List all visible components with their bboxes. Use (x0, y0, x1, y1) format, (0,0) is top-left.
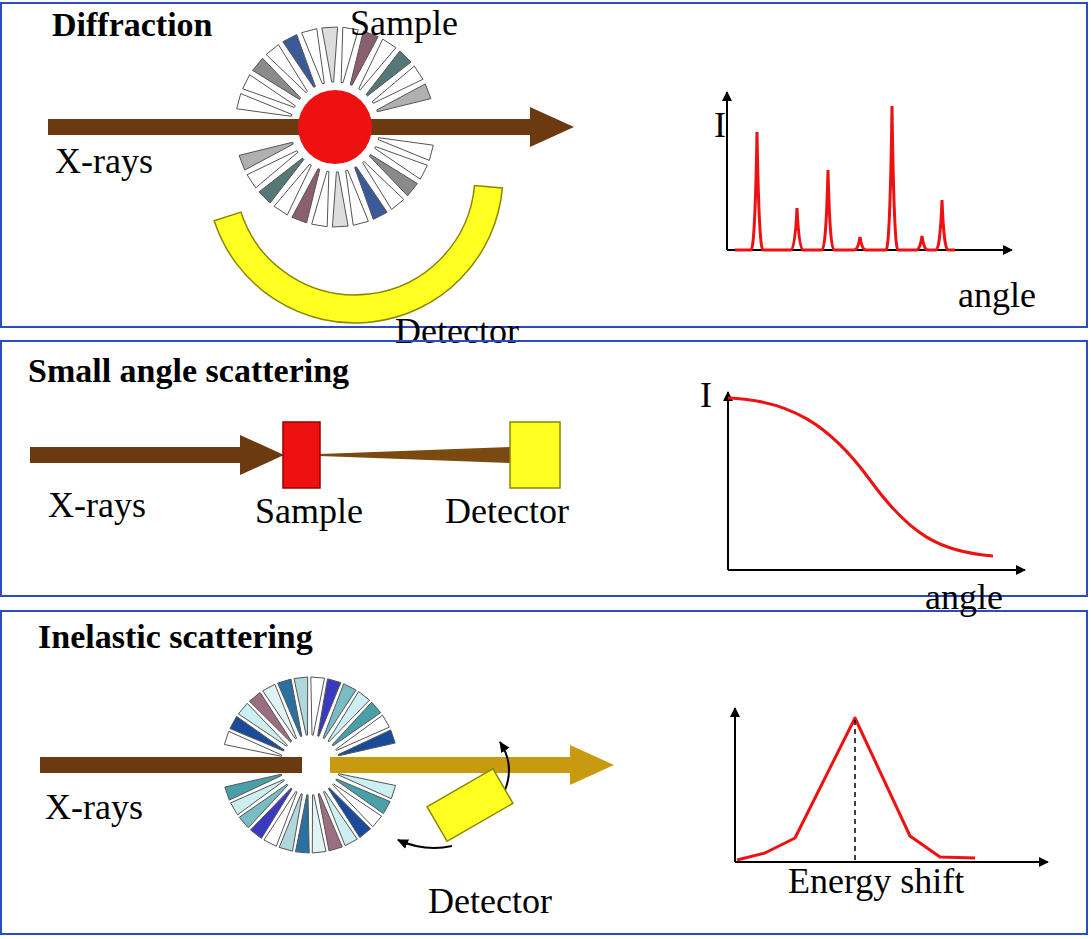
diffraction-peaks (735, 106, 955, 250)
axis-label: I (714, 106, 726, 146)
scatter-ray (322, 27, 338, 82)
peak-centre (854, 720, 856, 860)
part-label: Sample (350, 4, 458, 44)
part-label: Detector (445, 492, 569, 532)
scatter-ray (294, 677, 308, 735)
axis-or-beam-label: X-rays (48, 486, 146, 526)
part-label: Sample (255, 492, 363, 532)
axis-or-beam-label: angle (925, 578, 1003, 618)
detector: Detector (390, 760, 600, 930)
part-label: Detector (428, 882, 552, 922)
xray-beam (30, 107, 614, 785)
technique-panel: DiffractionSampleDetector (0, 2, 1088, 328)
scatter-ray (346, 170, 369, 225)
detector: Detector (205, 165, 590, 355)
scatter-ray (338, 730, 395, 756)
scatter-ray (332, 172, 348, 227)
scattered-cone (320, 447, 510, 463)
axis-or-beam-label: Energy shift (788, 862, 964, 902)
part-label: Detector (395, 312, 519, 352)
detector: Detector (435, 418, 625, 538)
chart-axes (727, 92, 1048, 862)
axis-or-beam-label: angle (958, 276, 1036, 316)
scatter-ray (377, 84, 431, 112)
panel-title: Diffraction (52, 6, 213, 43)
panel-title: Small angle scattering (28, 352, 349, 389)
inelastic-peak (737, 718, 975, 860)
scatter-ray (225, 774, 282, 800)
scatter-ray (239, 142, 293, 170)
motion-arrow (398, 840, 452, 848)
scattered-cone-fill (320, 447, 510, 463)
axis-or-beam-label: X-rays (45, 788, 143, 828)
sample: Sample (245, 418, 395, 538)
scatter-ray (312, 795, 326, 853)
scatter-ray (302, 29, 325, 84)
panel-title: Inelastic scattering (38, 618, 313, 655)
axis-or-beam-label: X-rays (55, 142, 153, 182)
sample: Sample (295, 2, 485, 172)
technique-panel: Small angle scatteringSample Detector (0, 340, 1088, 597)
axis-label: I (700, 376, 712, 416)
saxs-curve (728, 398, 993, 556)
